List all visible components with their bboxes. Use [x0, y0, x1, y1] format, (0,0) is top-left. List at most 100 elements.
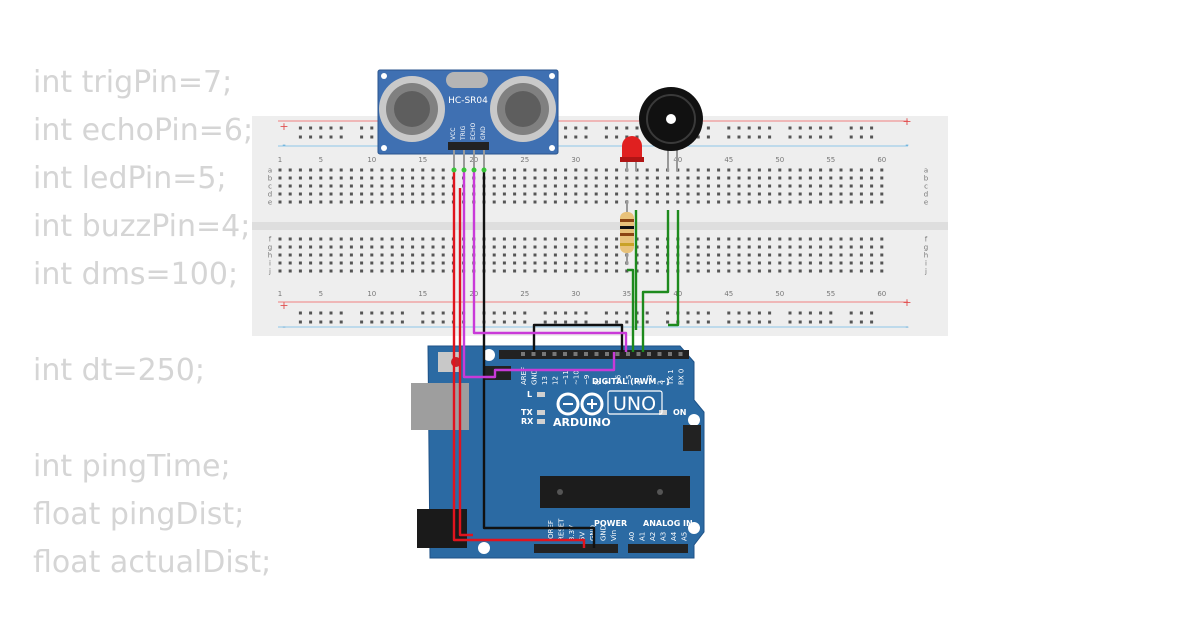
- wire-5v-shadow: [458, 188, 473, 537]
- breadboard-hole: [360, 176, 364, 180]
- rail-hole: [421, 320, 425, 324]
- breadboard-hole: [329, 261, 333, 265]
- header-pin: [626, 352, 630, 356]
- digital-pin-label: ~9: [583, 375, 591, 385]
- rail-hole: [666, 311, 670, 315]
- breadboard-hole: [819, 237, 823, 241]
- rail-hole: [798, 311, 802, 315]
- wires: [452, 170, 680, 548]
- breadboard-hole: [543, 269, 547, 273]
- column-label: 15: [418, 290, 427, 298]
- rail-hole: [400, 320, 404, 324]
- breadboard-hole: [737, 192, 741, 196]
- breadboard-hole: [717, 261, 721, 265]
- rail-hole: [564, 311, 568, 315]
- breadboard-hole: [421, 237, 425, 241]
- rail-hole: [421, 311, 425, 315]
- mount-hole: [688, 522, 700, 534]
- breadboard-hole: [513, 269, 517, 273]
- breadboard-hole: [278, 237, 282, 241]
- rail-hole: [808, 126, 812, 130]
- breadboard-hole: [553, 200, 557, 204]
- breadboard-hole: [400, 176, 404, 180]
- header-pin: [563, 352, 567, 356]
- breadboard-hole: [584, 200, 588, 204]
- breadboard-hole: [788, 269, 792, 273]
- breadboard-hole: [543, 253, 547, 257]
- breadboard-hole: [574, 269, 578, 273]
- rail-hole: [319, 126, 323, 130]
- rail-hole: [370, 320, 374, 324]
- breadboard-hole: [329, 269, 333, 273]
- breadboard-hole: [747, 192, 751, 196]
- breadboard-hole: [370, 192, 374, 196]
- breadboard-hole: [360, 269, 364, 273]
- analog-pin-label: A3: [660, 532, 668, 541]
- rail-hole: [727, 135, 731, 139]
- wire-trig: [462, 170, 616, 379]
- rail-hole: [829, 126, 833, 130]
- breadboard-hole: [808, 253, 812, 257]
- breadboard-hole: [288, 176, 292, 180]
- digital-pin-label: ~6: [615, 374, 623, 385]
- breadboard-hole: [798, 184, 802, 188]
- breadboard-hole: [339, 192, 343, 196]
- rail-hole: [696, 135, 700, 139]
- uno-label-box: [607, 390, 663, 415]
- breadboard-hole: [696, 176, 700, 180]
- breadboard-hole: [768, 253, 772, 257]
- breadboard-hole: [870, 168, 874, 172]
- breadboard-hole: [788, 184, 792, 188]
- breadboard-hole: [839, 253, 843, 257]
- breadboard-hole: [564, 237, 568, 241]
- breadboard-hole: [839, 192, 843, 196]
- breadboard-hole: [880, 253, 884, 257]
- rail-hole: [757, 135, 761, 139]
- breadboard-hole: [604, 261, 608, 265]
- breadboard-hole: [513, 200, 517, 204]
- breadboard-hole: [553, 237, 557, 241]
- breadboard-hole: [747, 269, 751, 273]
- breadboard-hole: [839, 269, 843, 273]
- breadboard-hole: [584, 237, 588, 241]
- sensor-model-label: HC-SR04: [448, 96, 488, 106]
- rail-hole: [706, 320, 710, 324]
- rail-hole: [645, 311, 649, 315]
- breadboard-hole: [533, 261, 537, 265]
- wire-buzzer-signal: [641, 210, 670, 352]
- breadboard-hole: [880, 184, 884, 188]
- header-pin: [615, 352, 620, 356]
- breadboard-hole: [696, 200, 700, 204]
- rail-hole: [686, 320, 690, 324]
- sensor-transducer-left: [379, 76, 445, 142]
- breadboard-hole: [717, 200, 721, 204]
- breadboard-hole: [778, 269, 782, 273]
- breadboard-hole: [880, 168, 884, 172]
- breadboard-hole: [431, 245, 435, 249]
- wire-buzzer-gnd: [668, 210, 680, 327]
- rail-hole: [747, 126, 751, 130]
- breadboard-hole: [492, 253, 496, 257]
- rail-hole: [768, 311, 772, 315]
- breadboard-hole: [360, 245, 364, 249]
- column-label: 15: [418, 156, 427, 164]
- breadboard-hole: [686, 261, 690, 265]
- breadboard-hole: [819, 168, 823, 172]
- breadboard-hole: [329, 237, 333, 241]
- breadboard-hole: [696, 261, 700, 265]
- rail-hole: [574, 311, 578, 315]
- breadboard-hole: [400, 168, 404, 172]
- breadboard-hole: [604, 269, 608, 273]
- breadboard-hole: [757, 184, 761, 188]
- header-pin: [678, 352, 683, 356]
- rail-hole: [584, 126, 588, 130]
- breadboard-hole: [859, 261, 863, 265]
- breadboard-hole: [543, 168, 547, 172]
- breadboard-hole: [349, 176, 353, 180]
- rail-hole: [870, 126, 874, 130]
- row-label: j: [924, 268, 927, 276]
- breadboard-hole: [380, 176, 384, 180]
- red-led: [620, 136, 644, 171]
- breadboard-hole: [553, 253, 557, 257]
- rail-hole: [604, 135, 608, 139]
